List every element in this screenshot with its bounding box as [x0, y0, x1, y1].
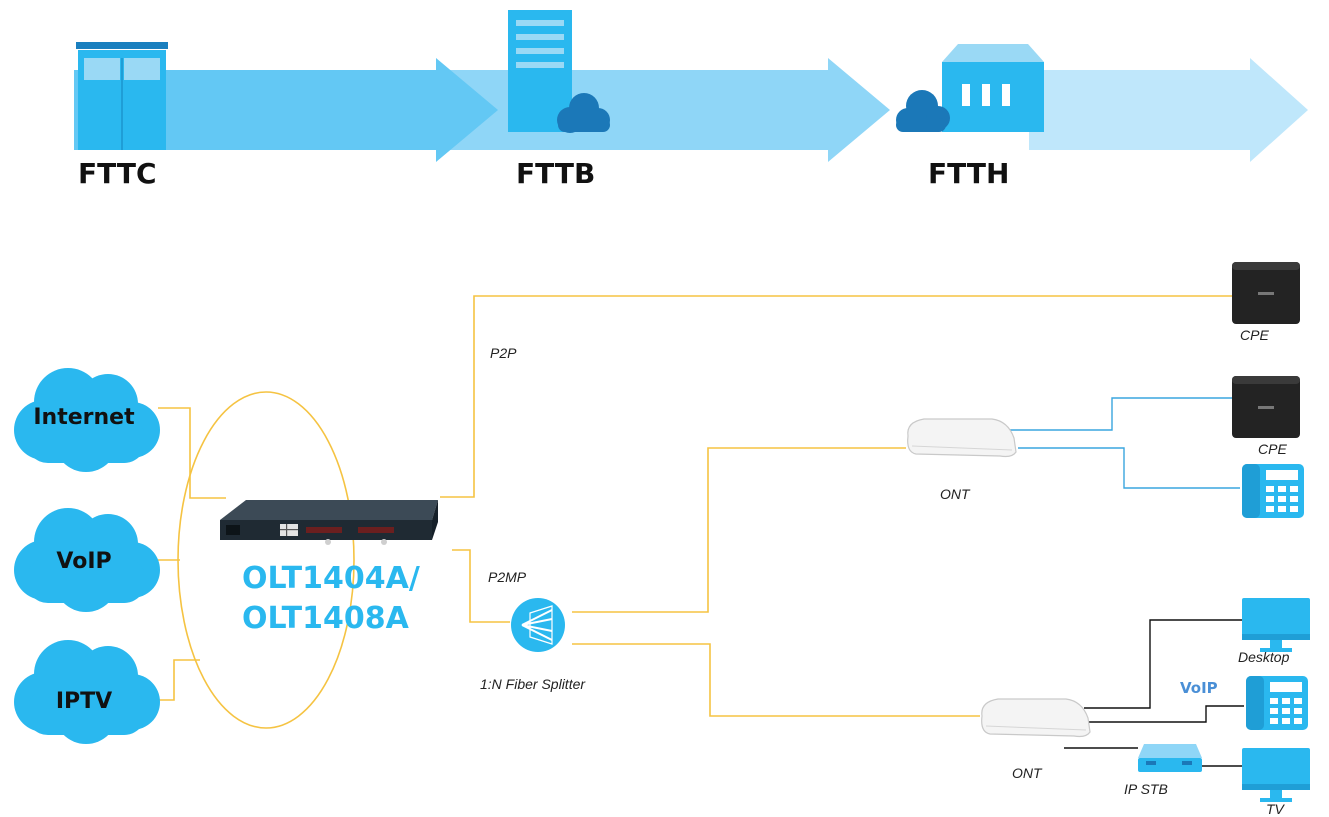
voip-label: VoIP [56, 549, 111, 574]
ip-stb-label: IP STB [1124, 781, 1168, 797]
fiber-splitter-icon [511, 598, 565, 652]
arrow-fttb [430, 58, 890, 162]
building-icon [508, 10, 610, 133]
house-icon [896, 44, 1044, 132]
evolution-arrows [74, 58, 1308, 162]
ont-to-desktop-link [1084, 619, 1244, 709]
olt-device [220, 500, 438, 545]
iptv-link [158, 659, 200, 701]
cpe-mid-label: CPE [1258, 441, 1287, 457]
splitter-to-upper-ont [572, 447, 906, 613]
cpe-mid-router [1232, 376, 1300, 438]
lower-ont-device [981, 698, 1091, 738]
internet-label: Internet [33, 405, 135, 430]
voip-phone-label: VoIP [1180, 679, 1218, 697]
tv-monitor-icon [1242, 748, 1310, 802]
ont-to-phone-link [1018, 447, 1240, 489]
lan-lines [1010, 397, 1244, 767]
ont-to-cpe-link [1010, 397, 1236, 431]
olt-service-ellipse [177, 391, 355, 729]
p2mp-label: P2MP [488, 569, 527, 585]
arrow-ftth [74, 58, 498, 162]
olt-model-line1: OLT1404A/ [242, 561, 420, 596]
stage-label-fttc: FTTC [78, 157, 157, 190]
desktop-monitor-icon [1242, 598, 1310, 652]
ont-to-voip-link [1086, 705, 1244, 723]
lower-ont-label: ONT [1012, 765, 1043, 781]
p2p-label: P2P [490, 345, 517, 361]
splitter-to-lower-ont [572, 643, 980, 717]
upper-ont-device [907, 418, 1017, 458]
desktop-label: Desktop [1238, 649, 1290, 665]
fiber-lines [158, 295, 1232, 717]
p2mp-link [452, 549, 510, 623]
tv-label: TV [1266, 801, 1286, 817]
iptv-label: IPTV [56, 689, 112, 714]
ip-stb-icon [1138, 744, 1202, 772]
splitter-label: 1:N Fiber Splitter [480, 676, 586, 692]
cpe-top-router [1232, 262, 1300, 324]
p2p-link [440, 295, 1232, 498]
stage-label-fttb: FTTB [516, 157, 595, 190]
internet-link [158, 407, 226, 499]
olt-model-line2: OLT1408A [242, 601, 410, 636]
cabinet-icon [76, 42, 168, 150]
stage-label-ftth: FTTH [928, 157, 1009, 190]
cpe-top-label: CPE [1240, 327, 1269, 343]
voip-phone-icon [1246, 676, 1308, 730]
arrow-fttc [1029, 58, 1308, 162]
phone-icon [1242, 464, 1304, 518]
upper-ont-label: ONT [940, 486, 971, 502]
